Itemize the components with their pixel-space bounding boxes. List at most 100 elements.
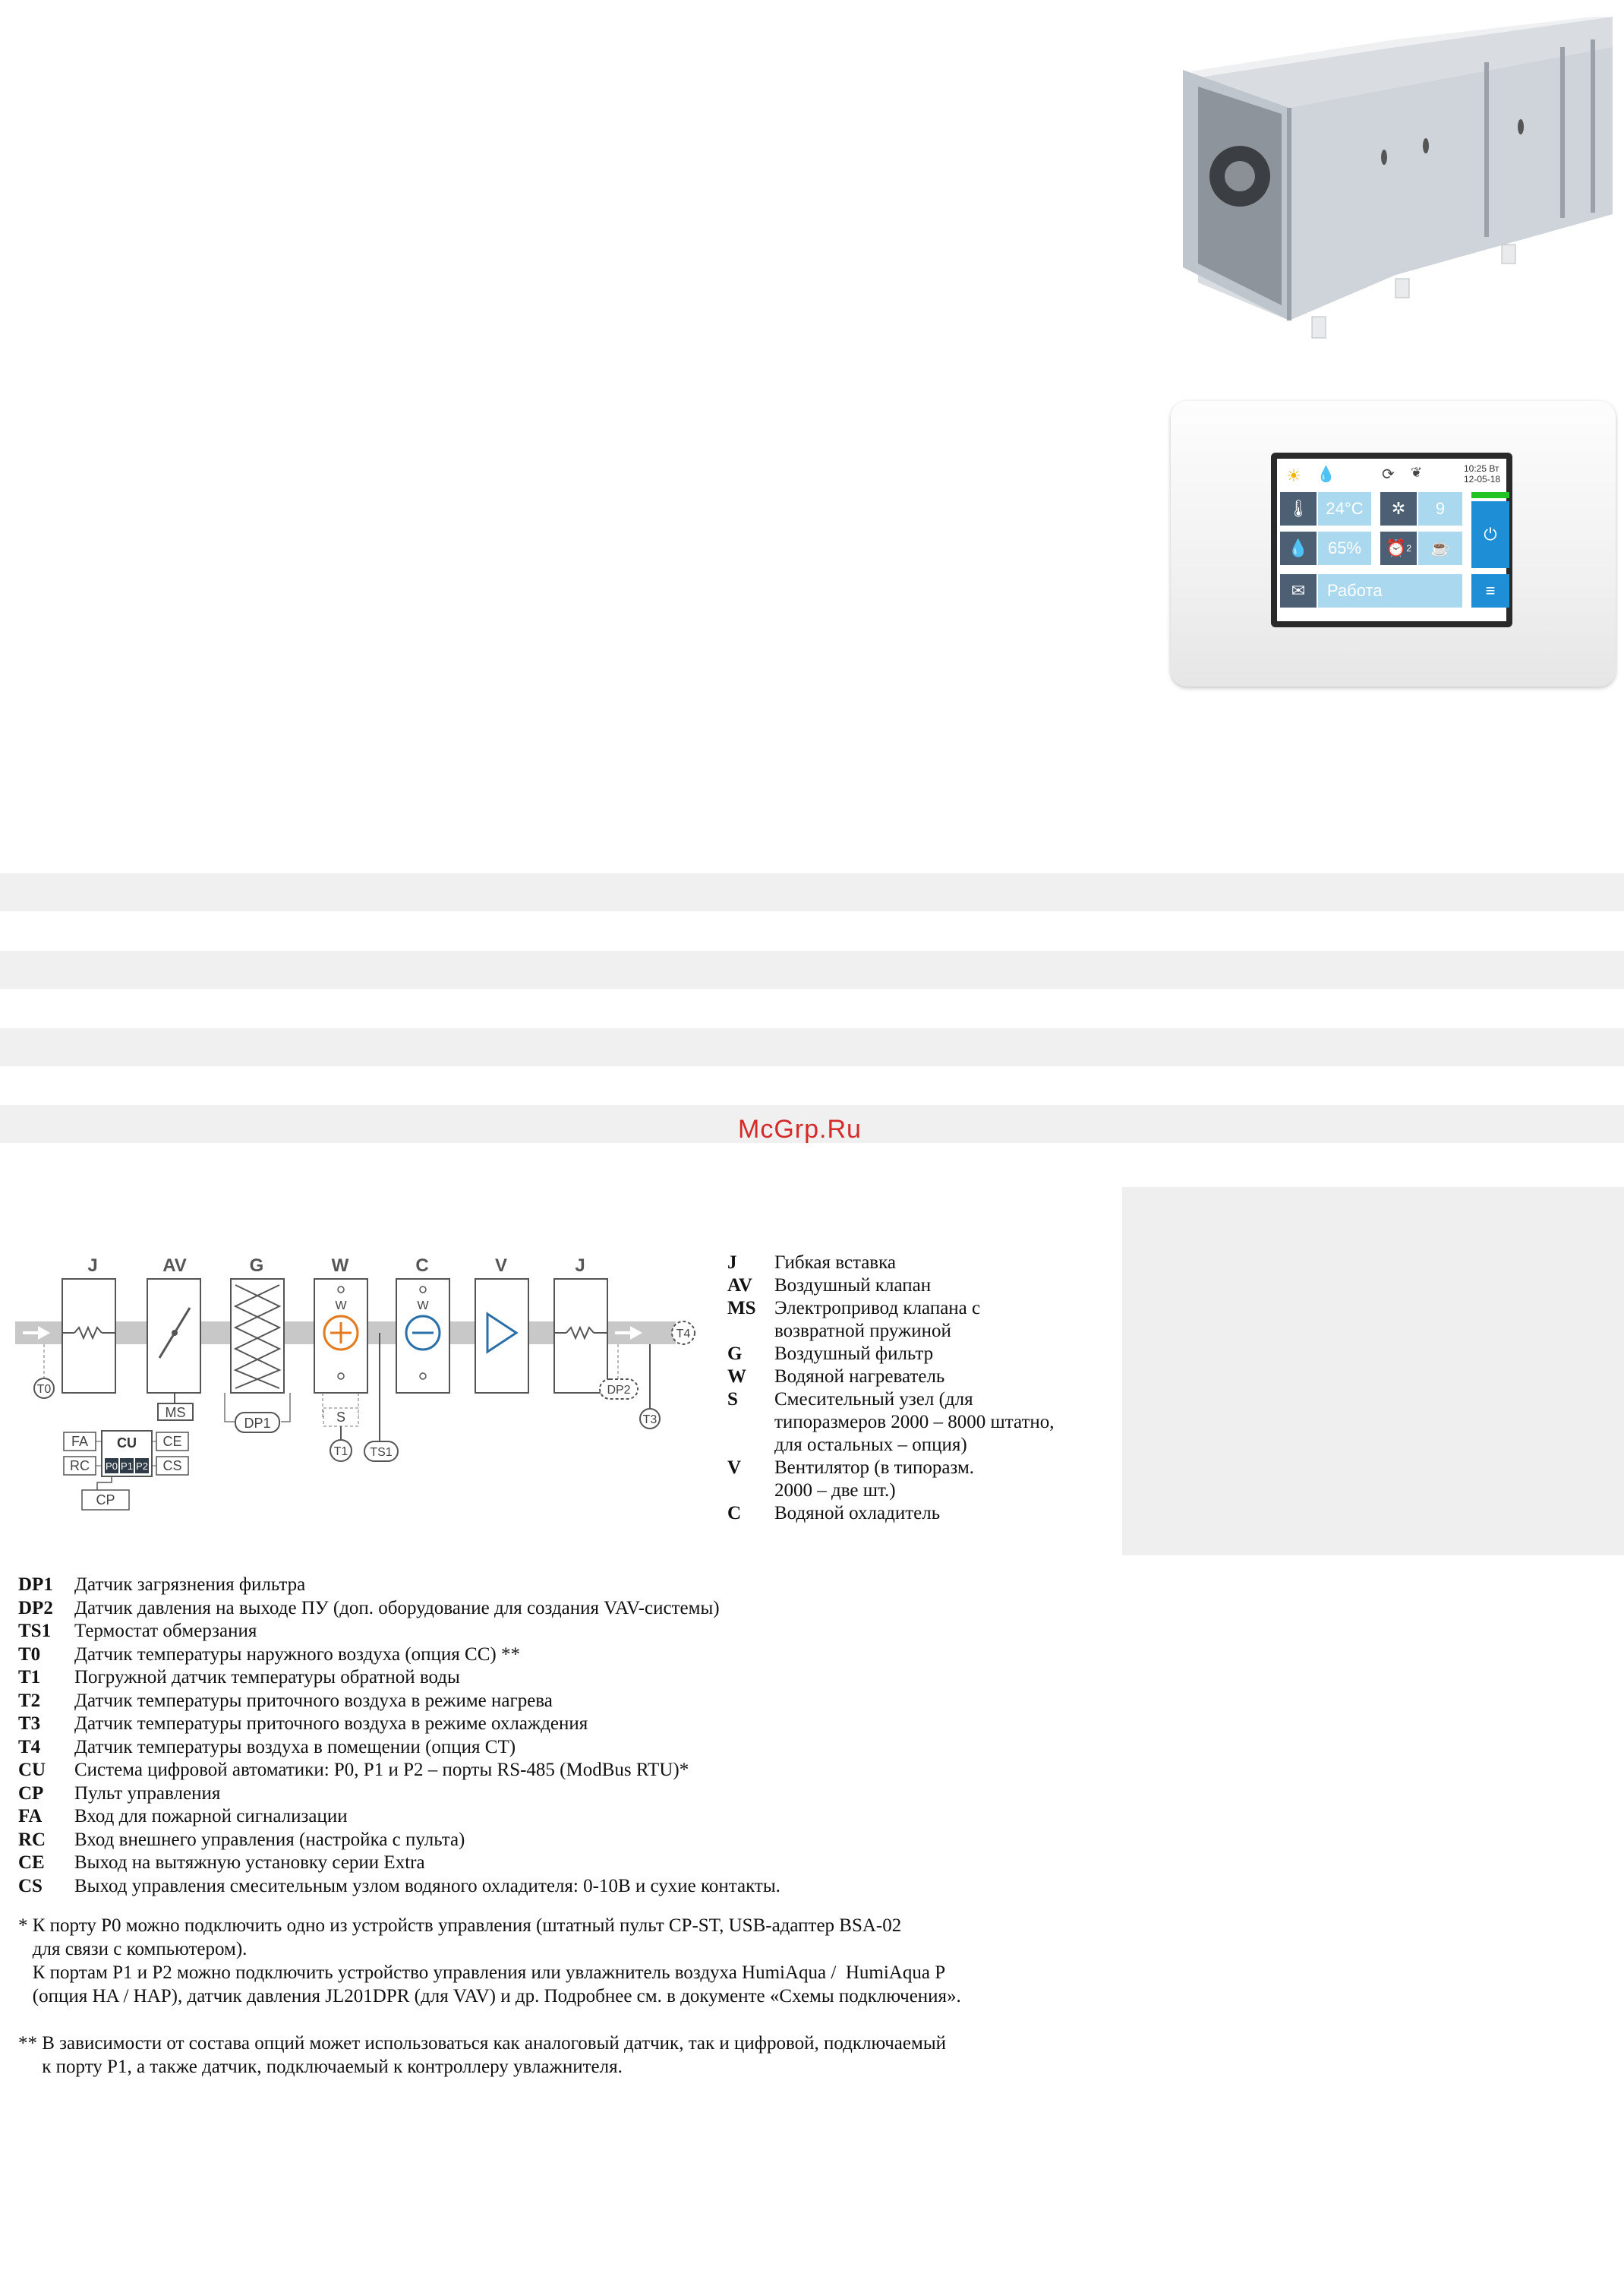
legend-desc: Датчик температуры наружного воздуха (оп… <box>74 1643 520 1665</box>
label-ce: CE <box>162 1434 181 1449</box>
legend-row: FA Вход для пожарной сигнализации <box>18 1805 1233 1829</box>
footnote-line: К портам P1 и P2 можно подключить устрой… <box>18 1962 946 1983</box>
footnote-line: (опция HA / HAP), датчик давления JL201D… <box>18 1986 961 2006</box>
label-v: V <box>495 1255 507 1276</box>
legend-row: T3 Датчик температуры приточного воздуха … <box>18 1713 1233 1736</box>
label-j-2: J <box>575 1255 585 1276</box>
power-button[interactable]: ⏻ <box>1471 501 1509 568</box>
label-g: G <box>250 1255 264 1276</box>
footnote-line: для связи с компьютером). <box>18 1939 248 1959</box>
sun-icon: ☀ <box>1286 466 1301 485</box>
stripe-4 <box>0 1105 1624 1143</box>
legend-desc: Датчик давления на выходе ПУ (доп. обору… <box>74 1597 720 1618</box>
legend-desc: Вход внешнего управления (настройка с пу… <box>74 1829 465 1850</box>
label-ms: MS <box>166 1405 186 1420</box>
legend-code: T3 <box>18 1713 41 1734</box>
humidity-value[interactable]: 65% <box>1318 532 1371 565</box>
label-j-1: J <box>87 1255 97 1276</box>
footnote-line: ** В зависимости от состава опций может … <box>18 2033 946 2054</box>
legend-desc: Выход на вытяжную установку серии Extra <box>74 1852 425 1873</box>
legend-desc: Система цифровой автоматики: P0, P1 и P2… <box>74 1760 689 1780</box>
legend-row: DP2 Датчик давления на выходе ПУ (доп. об… <box>18 1597 1233 1621</box>
label-t4: T4 <box>676 1328 691 1340</box>
legend-code: DP2 <box>18 1597 53 1618</box>
drops-icon: 💧 <box>1317 466 1335 483</box>
legend-code: T2 <box>18 1690 41 1711</box>
footnote-line <box>18 2008 1157 2032</box>
label-t1: T1 <box>334 1445 348 1458</box>
watermark: McGrp.Ru <box>738 1115 862 1144</box>
status-text: Работа <box>1318 574 1462 608</box>
ventilation-schematic: J AV G W C V J MS DP1 W S T1 TS1 W <box>15 1255 695 1511</box>
refresh-icon: ⟳ <box>1382 466 1395 483</box>
label-cp: CP <box>96 1492 115 1508</box>
legend-desc: Датчик загрязнения фильтра <box>74 1574 306 1595</box>
legend-code: CP <box>18 1782 44 1804</box>
thermometer-icon: 🌡 <box>1280 492 1317 526</box>
legend-code: CU <box>18 1760 46 1780</box>
legend-code: FA <box>18 1806 43 1826</box>
mail-icon[interactable]: ✉ <box>1280 574 1317 608</box>
air-filter <box>230 1278 285 1394</box>
stripe-1 <box>0 873 1624 911</box>
clock-date: 12-05-18 <box>1464 474 1501 485</box>
legend-desc: Воздушный клапан <box>774 1275 932 1296</box>
menu-button[interactable]: ≡ <box>1471 574 1509 608</box>
legend-desc: Выход управления смесительным узлом водя… <box>74 1875 780 1896</box>
legend-code: V <box>727 1457 742 1478</box>
legend-code: G <box>727 1343 743 1364</box>
legend-code: DP1 <box>18 1574 53 1595</box>
temperature-value[interactable]: 24°C <box>1318 492 1371 526</box>
footnote-line: * К порту P0 можно подключить одно из ус… <box>18 1915 902 1936</box>
alarm-clock-icon[interactable]: ⏰2 <box>1380 532 1417 565</box>
label-t0: T0 <box>37 1383 52 1396</box>
timer-index: 2 <box>1406 543 1412 554</box>
label-rc: RC <box>70 1458 90 1473</box>
legend-desc: Пульт управления <box>74 1782 221 1804</box>
cup-icon[interactable]: ☕ <box>1418 532 1462 565</box>
footnote-line: к порту P1, а также датчик, подключаемый… <box>18 2057 623 2077</box>
legend-desc: Электропривод клапана с возвратной пружи… <box>774 1298 981 1341</box>
side-panel <box>1122 1187 1624 1555</box>
legend-code: S <box>727 1389 738 1410</box>
stripe-3 <box>0 1028 1624 1066</box>
fan-icon: ✲ <box>1380 492 1417 526</box>
legend-row: DP1 Датчик загрязнения фильтра <box>18 1574 1233 1597</box>
fan-speed-value[interactable]: 9 <box>1418 492 1462 526</box>
footnotes: * К порту P0 можно подключить одно из ус… <box>18 1914 1157 2079</box>
legend-row: T2 Датчик температуры приточного воздуха … <box>18 1690 1233 1713</box>
legend-code: T4 <box>18 1736 41 1757</box>
legend-desc: Датчик температуры приточного воздуха в … <box>74 1713 588 1734</box>
legend-code: CE <box>18 1852 45 1873</box>
label-c: C <box>415 1255 428 1276</box>
control-panel-screen: ☀ 💧 ⟳ ❦ 10:25 Вт 12-05-18 🌡 24°C ✲ 9 ⏻ 💧… <box>1271 453 1512 627</box>
flexible-insert-2 <box>553 1278 608 1394</box>
power-indicator-bar <box>1471 492 1509 498</box>
label-p0: P0 <box>106 1460 118 1472</box>
legend-row: CE Выход на вытяжную установку серии Extr… <box>18 1852 1233 1875</box>
legend-desc: Вентилятор (в типоразм. 2000 – две шт.) <box>774 1457 975 1501</box>
legend-desc: Смесительный узел (для типоразмеров 2000… <box>774 1389 1055 1455</box>
label-p2: P2 <box>136 1460 148 1472</box>
label-w: W <box>332 1255 349 1276</box>
legend-desc: Датчик температуры приточного воздуха в … <box>74 1690 553 1711</box>
label-cooler-w: W <box>417 1299 429 1312</box>
legend-desc: Вход для пожарной сигнализации <box>74 1806 348 1826</box>
label-heater-w: W <box>335 1299 347 1312</box>
label-p1: P1 <box>121 1460 133 1472</box>
legend-code: C <box>727 1503 742 1523</box>
stripe-2 <box>0 951 1624 989</box>
label-cs: CS <box>162 1458 181 1473</box>
label-s: S <box>336 1410 345 1425</box>
legend-desc: Погружной датчик температуры обратной во… <box>74 1667 460 1688</box>
legend-desc: Гибкая вставка <box>774 1252 896 1273</box>
